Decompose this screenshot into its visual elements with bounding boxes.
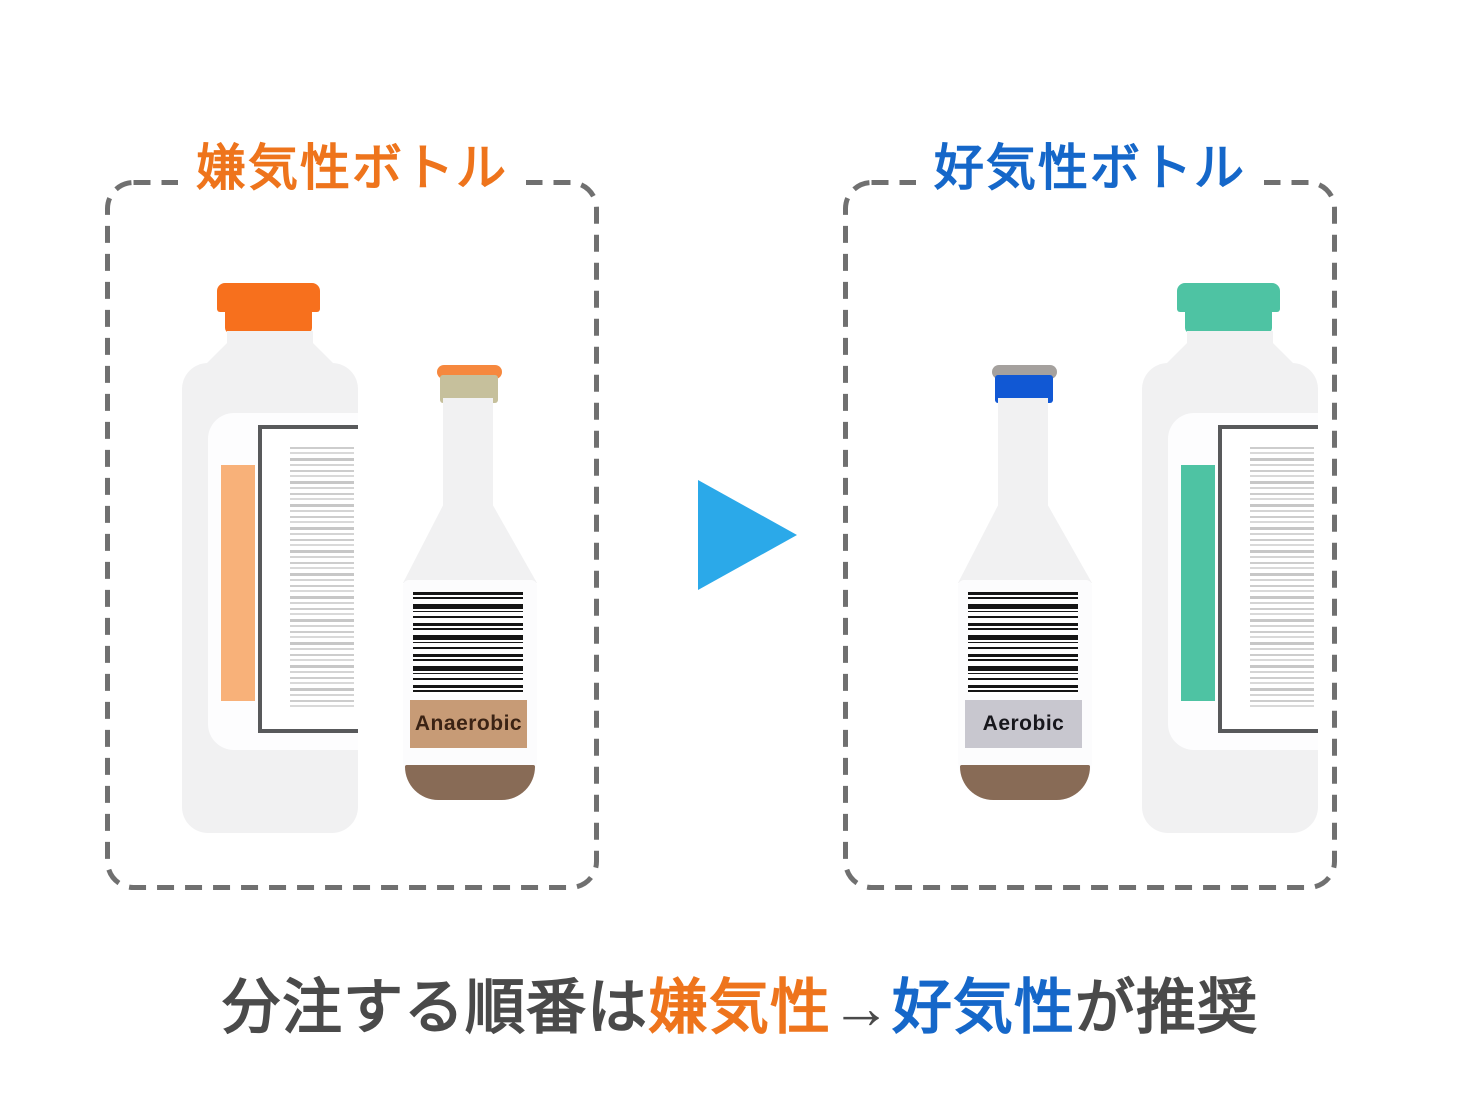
anaerobic-panel-title: 嫌気性ボトル (178, 140, 526, 198)
caption-segment-anaerobic: 嫌気性 (648, 974, 831, 1041)
barcode-icon (968, 592, 1078, 695)
caption: 分注する順番は嫌気性→好気性が推奨 (0, 972, 1479, 1044)
caption-arrow-glyph: → (831, 974, 892, 1041)
bottle-name-label: Aerobic (965, 700, 1082, 748)
bottle-cap-lower (1185, 307, 1272, 333)
anaerobic-panel: 嫌気性ボトル Anaerobic (105, 140, 599, 890)
bottle-color-stripe (1181, 465, 1215, 701)
aerobic-small-bottle: Aerobic (958, 365, 1092, 800)
caption-segment-aerobic: 好気性 (892, 974, 1075, 1041)
flow-arrow-icon (698, 480, 797, 590)
bottle-info-label (258, 425, 358, 733)
aerobic-large-bottle (1142, 283, 1318, 833)
bottle-liquid (405, 765, 535, 800)
bottle-name-label: Anaerobic (410, 700, 527, 748)
caption-segment: 分注する順番は (221, 974, 648, 1041)
anaerobic-large-bottle (182, 283, 358, 833)
fine-print-lines (290, 447, 354, 711)
bottle-color-stripe (221, 465, 255, 701)
aerobic-panel: 好気性ボトル Aerobic (843, 140, 1337, 890)
aerobic-panel-border (843, 180, 1337, 890)
bottle-info-label (1218, 425, 1318, 733)
bottle-cap-lower (225, 307, 312, 333)
bottle-neck (443, 398, 493, 510)
caption-segment: が推奨 (1075, 974, 1258, 1041)
bottle-liquid (960, 765, 1090, 800)
aerobic-panel-title: 好気性ボトル (916, 140, 1264, 198)
bottle-shoulder (958, 505, 1092, 583)
anaerobic-small-bottle: Anaerobic (403, 365, 537, 800)
bottle-neck (998, 398, 1048, 510)
barcode-icon (413, 592, 523, 695)
fine-print-lines (1250, 447, 1314, 711)
anaerobic-panel-border (105, 180, 599, 890)
bottle-shoulder (403, 505, 537, 583)
